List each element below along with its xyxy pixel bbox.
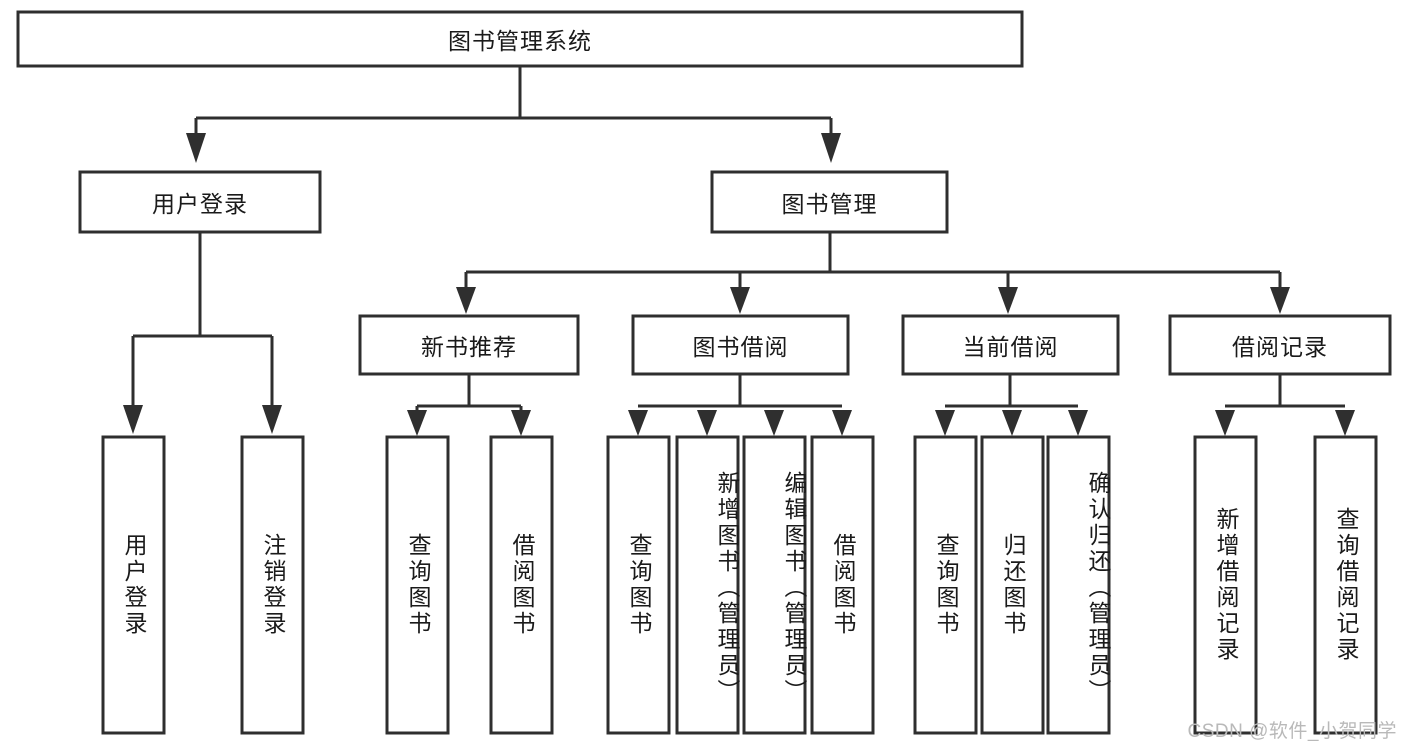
node-book-manage-box[interactable]	[710, 170, 949, 234]
leaf-user-login-box[interactable]	[101, 435, 166, 735]
leaf-add-record-box[interactable]	[1193, 435, 1258, 735]
leaf-borrow-book-1-box[interactable]	[489, 435, 554, 735]
arrow-to-new-book-recommend	[456, 287, 476, 314]
arrow-to-user-login	[186, 133, 206, 163]
arrow-to-book-manage	[821, 133, 841, 163]
arrow-leaf-query-book-3	[935, 410, 955, 436]
arrow-leaf-user-logout	[262, 405, 282, 434]
node-root-box[interactable]	[16, 10, 1024, 68]
arrow-leaf-add-record	[1215, 410, 1235, 436]
arrow-leaf-borrow-book-2	[832, 410, 852, 436]
arrow-leaf-edit-book	[764, 410, 784, 436]
node-borrow-record-box[interactable]	[1168, 314, 1392, 376]
leaf-query-record-box[interactable]	[1313, 435, 1378, 735]
leaf-add-book-box[interactable]	[675, 435, 740, 735]
arrow-to-current-borrow	[998, 287, 1018, 314]
leaf-return-book-box[interactable]	[980, 435, 1045, 735]
arrow-leaf-return-book	[1002, 410, 1022, 436]
leaf-query-book-1-box[interactable]	[385, 435, 450, 735]
leaf-confirm-return-box[interactable]	[1046, 435, 1111, 735]
arrow-leaf-user-login	[123, 405, 143, 434]
arrow-leaf-confirm-return	[1068, 410, 1088, 436]
arrow-leaf-query-book-1	[407, 410, 427, 436]
arrow-leaf-query-record	[1335, 410, 1355, 436]
node-new-book-recommend-box[interactable]	[358, 314, 580, 376]
leaf-query-book-2-box[interactable]	[606, 435, 671, 735]
arrow-to-book-borrow	[730, 287, 750, 314]
arrow-leaf-add-book	[697, 410, 717, 436]
leaf-borrow-book-2-box[interactable]	[810, 435, 875, 735]
arrow-leaf-query-book-2	[628, 410, 648, 436]
leaf-user-logout-box[interactable]	[240, 435, 305, 735]
node-book-borrow-box[interactable]	[631, 314, 850, 376]
leaf-edit-book-box[interactable]	[742, 435, 807, 735]
node-user-login-box[interactable]	[78, 170, 322, 234]
leaf-query-book-3-box[interactable]	[913, 435, 978, 735]
node-current-borrow-box[interactable]	[901, 314, 1120, 376]
arrow-leaf-borrow-book-1	[511, 410, 531, 436]
arrow-to-borrow-record	[1270, 287, 1290, 314]
